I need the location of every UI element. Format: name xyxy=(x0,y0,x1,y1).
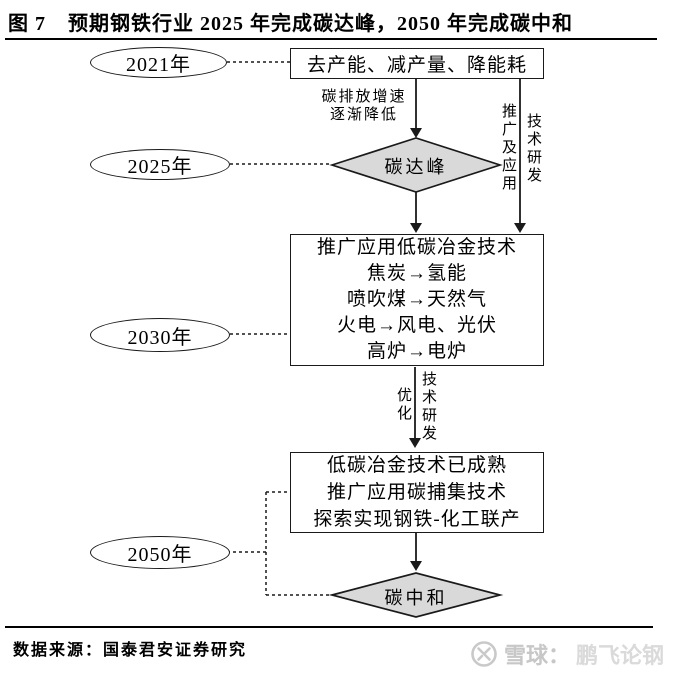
figure-title-text: 预期钢铁行业 2025 年完成碳达峰，2050 年完成碳中和 xyxy=(68,13,573,35)
process-line: 喷吹煤→天然气 xyxy=(346,289,487,310)
process-box-reduce-capacity: 去产能、减产量、降能耗 xyxy=(290,48,544,79)
xueqiu-logo-icon xyxy=(471,641,497,667)
edge-label-line2: 逐渐降低 xyxy=(329,107,398,123)
vertical-label-promote-apply: 推广及应用 xyxy=(500,103,516,193)
edge-label-line1: 碳排放增速 xyxy=(321,89,407,105)
year-node-2050: 2050年 xyxy=(90,536,230,569)
process-line: 推广应用碳捕集技术 xyxy=(326,482,507,503)
data-source-text: 数据来源：国泰君安证券研究 xyxy=(13,642,248,659)
year-label: 2021年 xyxy=(126,54,191,76)
process-line: 探索实现钢铁-化工联产 xyxy=(313,509,521,530)
watermark: 雪球：鹏飞论钢 xyxy=(470,638,664,670)
process-box-low-carbon-tech: 推广应用低碳冶金技术 焦炭→氢能 喷吹煤→天然气 火电→风电、光伏 高炉→电炉 xyxy=(290,234,544,366)
year-node-2030: 2030年 xyxy=(90,318,230,352)
year-label: 2030年 xyxy=(127,326,193,349)
edge-label-emission-growth: 碳排放增速 逐渐降低 xyxy=(305,88,423,124)
diamond-label-carbon-neutral: 碳中和 xyxy=(384,588,448,608)
process-line: 火电→风电、光伏 xyxy=(336,315,497,336)
watermark-site: 雪球： xyxy=(503,643,570,668)
process-line: 推广应用低碳冶金技术 xyxy=(316,237,517,258)
year-label: 2050年 xyxy=(127,544,193,566)
process-line: 焦炭→氢能 xyxy=(366,263,467,284)
process-line: 高炉→电炉 xyxy=(366,341,467,362)
arrowhead-diamond1-to-box2 xyxy=(410,223,422,233)
vertical-label-tech-rnd-top: 技术研发 xyxy=(525,113,541,185)
figure-title: 图 7 预期钢铁行业 2025 年完成碳达峰，2050 年完成碳中和 xyxy=(8,7,658,36)
diamond-carbon-peak xyxy=(329,137,503,193)
vertical-label-optimize: 优化 xyxy=(395,387,411,423)
diamond-label-carbon-peak: 碳达峰 xyxy=(384,157,448,177)
diamond-carbon-neutral xyxy=(328,572,504,618)
arrowhead-tech-rnd-bypass xyxy=(514,223,526,233)
watermark-account: 鹏飞论钢 xyxy=(575,643,664,668)
year-node-2021: 2021年 xyxy=(90,47,227,78)
vertical-label-tech-rnd-mid: 技术研发 xyxy=(420,371,436,443)
arrowhead-box1-to-diamond1 xyxy=(410,128,422,138)
arrowhead-box3-to-diamond2 xyxy=(410,561,422,571)
process-line: 低碳冶金技术已成熟 xyxy=(326,455,507,476)
arrowhead-box2-to-box3 xyxy=(409,438,421,448)
process-box-mature-tech: 低碳冶金技术已成熟 推广应用碳捕集技术 探索实现钢铁-化工联产 xyxy=(290,452,544,533)
figure-number: 图 7 xyxy=(8,13,46,35)
title-divider xyxy=(5,38,657,40)
process-box-text: 去产能、减产量、降能耗 xyxy=(306,55,527,76)
year-node-2025: 2025年 xyxy=(90,149,230,180)
year-label: 2025年 xyxy=(127,156,193,178)
footer-divider xyxy=(5,626,653,628)
